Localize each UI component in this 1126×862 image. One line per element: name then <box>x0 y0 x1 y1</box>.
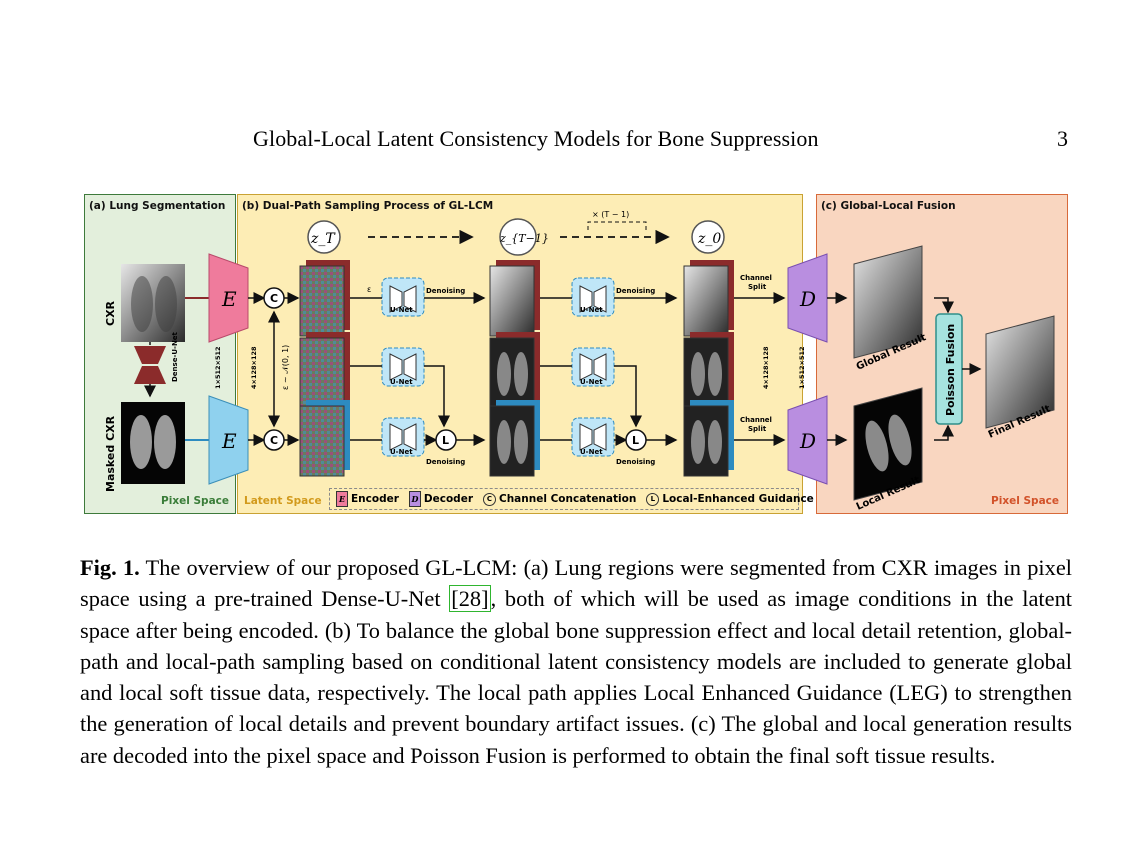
encoder-global <box>208 253 249 343</box>
svg-text:U-Net: U-Net <box>390 306 413 314</box>
figure-1: (a) Lung Segmentation Pixel Space (b) Du… <box>84 194 1068 516</box>
concat-legend-icon: C <box>483 492 496 506</box>
figure-caption: Fig. 1. The overview of our proposed GL-… <box>80 552 1072 771</box>
legend-decoder: Decoder <box>423 493 473 505</box>
panel-c-space-label: Pixel Space <box>991 495 1059 507</box>
svg-text:Denoising: Denoising <box>616 287 655 295</box>
unet-stage1-mid: U-Net <box>381 347 425 387</box>
latent-zT-mid <box>299 332 350 409</box>
cxr-label: CXR <box>104 300 117 326</box>
eps-label: ε <box>367 285 371 294</box>
svg-text:Split: Split <box>748 425 767 433</box>
channel-split-local: Channel <box>740 416 772 424</box>
latent-z0-node <box>691 220 725 254</box>
svg-text:U-Net: U-Net <box>580 448 603 456</box>
decoder-legend-icon: D <box>408 491 421 507</box>
concat-local-label: C <box>270 434 278 447</box>
encoder-local <box>208 395 249 485</box>
latent-zT1-label: z_{T−1} <box>499 232 549 245</box>
diagram-svg: CXR Dense-U-Net Masked CXR E E 1×512×512… <box>104 210 1055 513</box>
decoder-local <box>787 395 828 485</box>
citation-link[interactable]: [28] <box>449 585 491 613</box>
svg-text:U-Net: U-Net <box>390 448 413 456</box>
repeat-label: × (T − 1) <box>592 210 629 219</box>
concat-global-label: C <box>270 292 278 305</box>
encoder-dims: 1×512×512 <box>214 346 222 389</box>
unet-stage1-local: U-Net <box>381 417 425 457</box>
panel-b-title: (b) Dual-Path Sampling Process of GL-LCM <box>242 200 494 212</box>
unet-stage2-mid: U-Net <box>571 347 615 387</box>
latent-zT1-node <box>499 218 537 256</box>
panel-b-space-label: Latent Space <box>244 495 322 507</box>
latent-z0-label: z_0 <box>697 231 721 247</box>
denoising-label: Denoising <box>426 287 465 295</box>
channel-split-global: Channel <box>740 274 772 282</box>
svg-text:L: L <box>632 434 639 447</box>
dense-unet-icon <box>134 346 166 384</box>
local-result-image <box>853 387 923 501</box>
latent-zT-global <box>299 260 350 337</box>
svg-text:U-Net: U-Net <box>390 378 413 386</box>
noise-label: ε ∼ 𝒩(0, 1) <box>281 345 290 390</box>
panel-a-title: (a) Lung Segmentation <box>89 200 226 212</box>
caption-label: Fig. 1. <box>80 555 140 580</box>
svg-text:Denoising: Denoising <box>426 458 465 466</box>
legend-concat: Channel Concatenation <box>499 493 637 505</box>
svg-text:D: D <box>799 429 816 453</box>
latent-zT-local <box>299 400 350 477</box>
poisson-fusion-label: Poisson Fusion <box>944 324 957 416</box>
dense-unet-label: Dense-U-Net <box>171 331 179 382</box>
latent-z0-stack <box>683 260 734 477</box>
svg-text:U-Net: U-Net <box>580 306 603 314</box>
leg-legend-icon: L <box>646 492 660 506</box>
legend-leg: Local-Enhanced Guidance <box>662 493 814 505</box>
running-title: Global-Local Latent Consistency Models f… <box>253 126 819 151</box>
unet-stage2-global: U-Net <box>571 277 615 317</box>
latent-zT1-stack <box>489 260 540 477</box>
unet-stage1-global: U-Net <box>381 277 425 317</box>
svg-text:1×512×512: 1×512×512 <box>798 346 806 389</box>
decoder-global <box>787 253 828 343</box>
page-number: 3 <box>1057 126 1068 151</box>
encoder-local-label: E <box>221 429 237 453</box>
latent-dims: 4×128×128 <box>250 346 258 389</box>
caption-text-2: , both of which will be used as image co… <box>80 586 1072 768</box>
masked-cxr-image <box>121 402 185 484</box>
svg-text:L: L <box>442 434 449 447</box>
latent-zT-label: z_T <box>310 231 336 247</box>
svg-text:D: D <box>799 287 816 311</box>
caption-text-1: The overview of our proposed GL-LCM: (a)… <box>80 555 1072 612</box>
unet-stage2-local: U-Net <box>571 417 615 457</box>
legend-encoder: Encoder <box>351 493 399 505</box>
final-result-image <box>985 315 1055 429</box>
latent-zT-node <box>307 220 341 254</box>
cxr-image <box>121 264 185 342</box>
panel-a-space-label: Pixel Space <box>161 495 229 507</box>
encoder-legend-icon: E <box>336 491 348 507</box>
svg-text:Denoising: Denoising <box>616 458 655 466</box>
svg-text:Split: Split <box>748 283 767 291</box>
panel-c-title: (c) Global-Local Fusion <box>821 200 956 212</box>
svg-text:U-Net: U-Net <box>580 378 603 386</box>
svg-text:4×128×128: 4×128×128 <box>762 346 770 389</box>
global-result-image <box>853 245 923 359</box>
masked-cxr-label: Masked CXR <box>104 415 117 492</box>
encoder-global-label: E <box>221 287 237 311</box>
